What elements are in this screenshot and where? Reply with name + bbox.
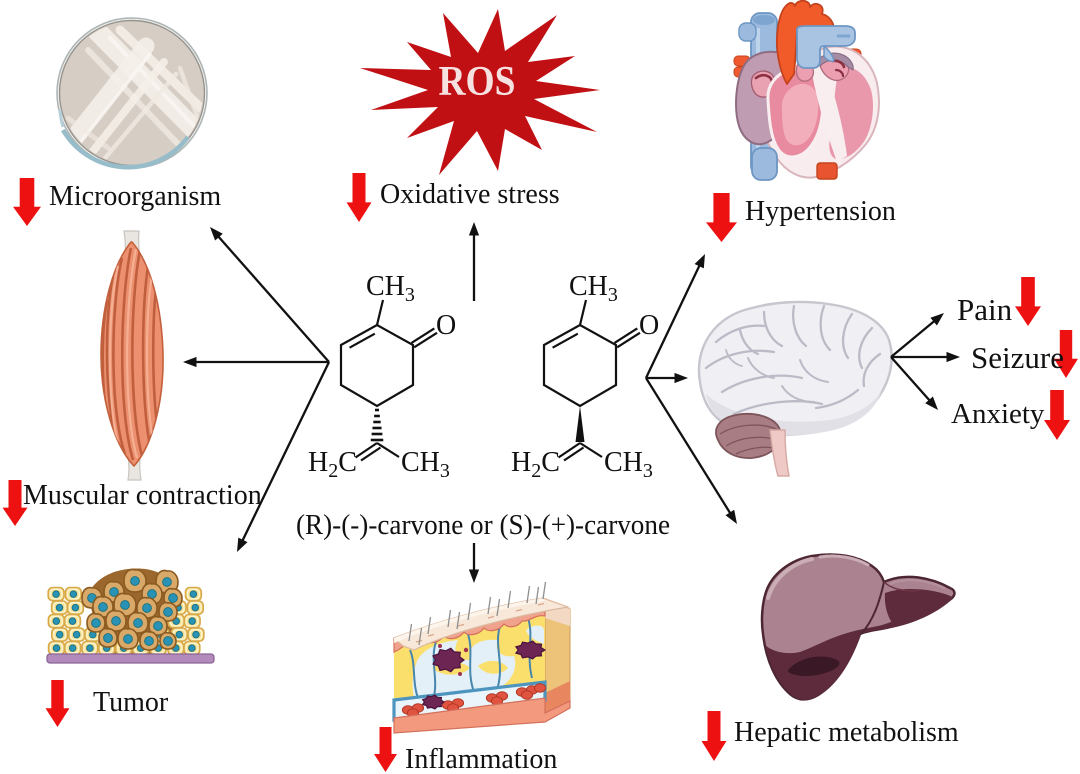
svg-text:(R)-(-)-carvone or (S)-(+)-car: (R)-(-)-carvone or (S)-(+)-carvone (296, 510, 670, 541)
svg-text:H2C: H2C (511, 447, 560, 482)
svg-text:Tumor: Tumor (93, 687, 169, 718)
svg-text:Microorganism: Microorganism (49, 181, 221, 212)
svg-text:O: O (639, 310, 659, 341)
svg-text:Hepatic metabolism: Hepatic metabolism (734, 717, 959, 748)
svg-text:O: O (436, 310, 456, 341)
svg-text:Inflammation: Inflammation (405, 744, 557, 774)
svg-text:Anxiety: Anxiety (951, 398, 1045, 430)
svg-text:ROS: ROS (439, 59, 516, 105)
svg-text:Muscular contraction: Muscular contraction (23, 480, 262, 511)
svg-text:Hypertension: Hypertension (745, 196, 896, 227)
svg-text:Seizure: Seizure (971, 340, 1064, 375)
svg-text:Oxidative stress: Oxidative stress (380, 179, 560, 210)
svg-text:Pain: Pain (957, 292, 1013, 327)
